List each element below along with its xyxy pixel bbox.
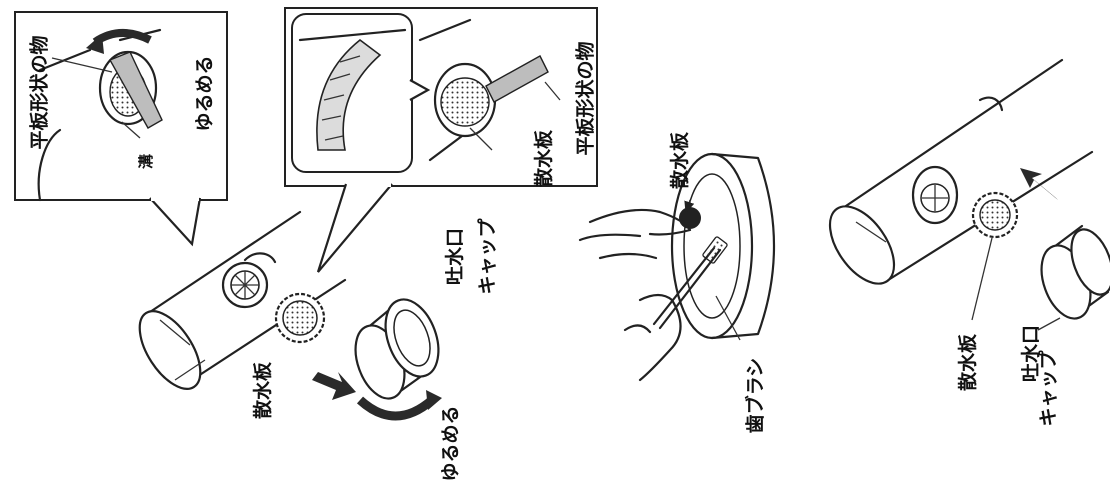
gear-spray-plate [276, 294, 324, 342]
label-spray-plate-1: 散水板 [248, 362, 275, 419]
insert-arrow-icon [1020, 168, 1058, 200]
label-flat-object-2: 平板形状の物 [571, 41, 598, 155]
outlet-cap-3 [1032, 224, 1110, 325]
label-groove: 溝 [135, 154, 156, 169]
outlet-cap-1 [346, 292, 448, 405]
rotate-arrow-icon [360, 400, 432, 416]
spray-plate-1 [223, 263, 267, 307]
direction-arrow-icon [312, 372, 356, 400]
label-toothbrush: 歯ブラシ [740, 358, 767, 434]
label-flat-object-1: 平板形状の物 [25, 35, 52, 149]
label-spray-plate-3: 散水板 [665, 132, 692, 189]
label-spray-plate-4: 散水板 [953, 334, 980, 391]
label-spray-plate-2: 散水板 [529, 130, 556, 187]
gear-spray-plate-3 [973, 193, 1017, 237]
label-cap-1: キャップ [473, 218, 500, 294]
pointer-spray-plate-3 [972, 238, 992, 320]
instruction-diagram: 平板形状の物 溝 ゆるめる 散水板 ゆるめる 吐水口 キャップ 散水板 平板形状… [0, 0, 1110, 472]
label-outlet-1: 吐水口 [440, 228, 467, 285]
label-cap-2: キャップ [1034, 350, 1061, 426]
illustration [0, 0, 1110, 472]
label-loosen-2: ゆるめる [436, 405, 463, 481]
spray-plate-3 [913, 167, 957, 223]
spray-plate-dot [679, 207, 701, 229]
label-loosen-1: ゆるめる [190, 55, 217, 131]
